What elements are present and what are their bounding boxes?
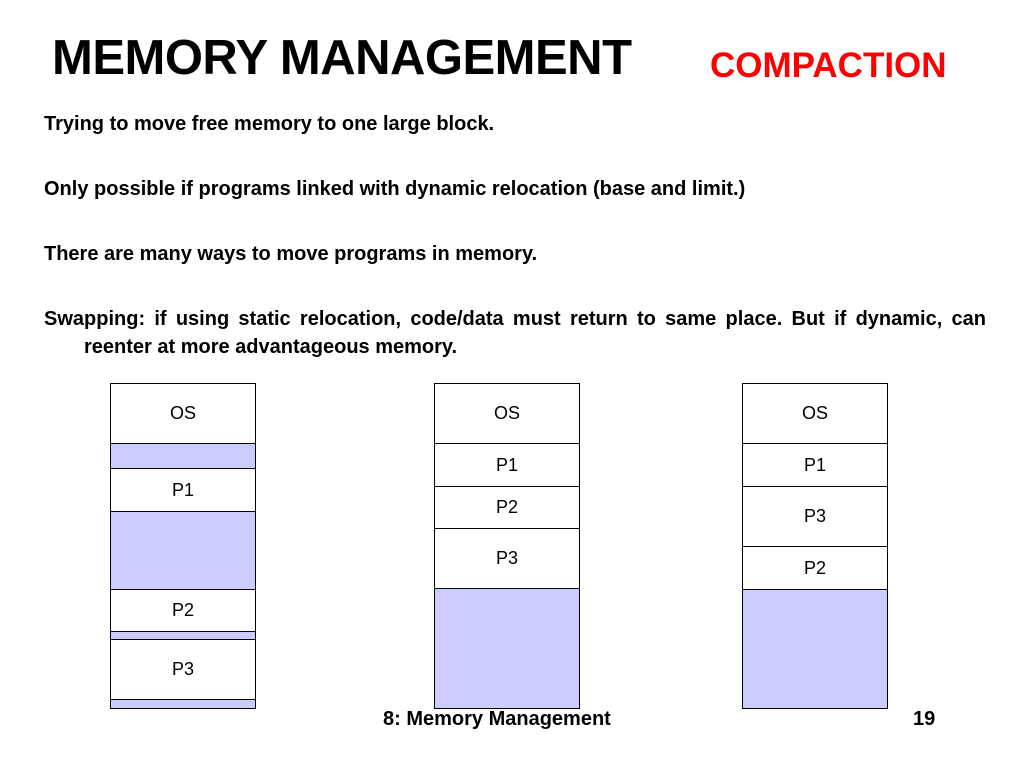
memory-block-free [110,699,256,709]
memory-block-p1: P1 [110,468,256,512]
memory-block-free [110,511,256,590]
footer-course-title: 8: Memory Management [383,708,611,730]
memory-block-free [742,589,888,709]
bullet-item: Swapping: if using static relocation, co… [44,308,986,358]
memory-block-p2: P2 [110,589,256,632]
memory-block-os: OS [434,383,580,444]
bullet-list: Trying to move free memory to one large … [44,110,986,398]
memory-block-free [434,588,580,709]
memory-block-p2: P2 [434,486,580,529]
memory-block-p3: P3 [110,639,256,700]
memory-block-p1: P1 [742,443,888,487]
bullet-item: Trying to move free memory to one large … [44,113,495,135]
slide-title: MEMORY MANAGEMENT [52,31,632,85]
memory-diagram-compacted-two: OS P1 P3 P2 [742,383,888,709]
memory-block-os: OS [110,383,256,444]
slide-subtitle: COMPACTION [710,46,947,85]
memory-block-p1: P1 [434,443,580,487]
bullet-item: Only possible if programs linked with dy… [44,178,746,200]
memory-block-p3: P3 [742,486,888,547]
bullet-item: There are many ways to move programs in … [44,243,538,265]
memory-block-p2: P2 [742,546,888,590]
memory-diagram-before: OS P1 P2 P3 [110,383,256,709]
memory-block-p3: P3 [434,528,580,589]
memory-block-os: OS [742,383,888,444]
memory-block-free [110,443,256,469]
footer-page-number: 19 [913,708,936,730]
memory-diagram-compacted-one: OS P1 P2 P3 [434,383,580,709]
